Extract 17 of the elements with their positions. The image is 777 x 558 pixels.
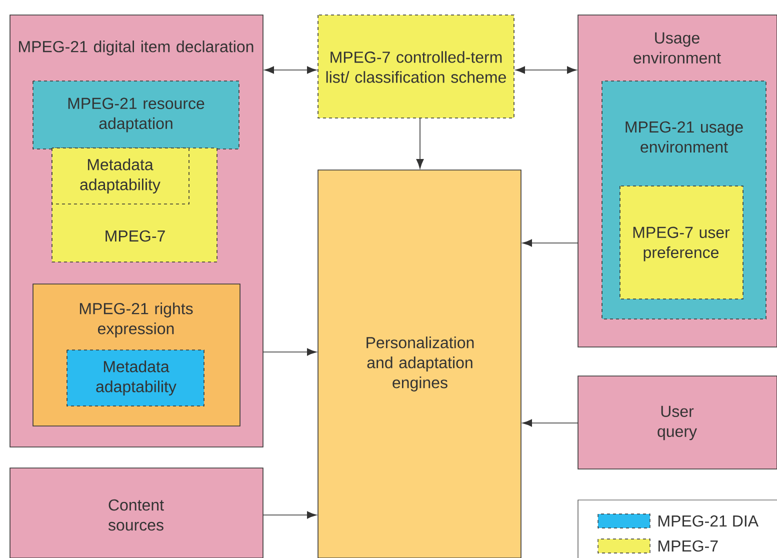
dashed-box: MPEG-7 user preference (620, 186, 744, 300)
arrow (522, 419, 578, 427)
engine-box: Personalization and adaptation engines (318, 170, 522, 558)
arrow (264, 66, 317, 74)
dashed-box: MPEG-21 resource adaptation (32, 80, 240, 150)
legend-label: MPEG-7 (658, 540, 718, 552)
dashed-box: Metadata adaptability (52, 148, 190, 204)
process-box: Content sources (10, 468, 264, 558)
process-box: User query (578, 376, 777, 470)
dashed-box: Metadata adaptability (66, 350, 204, 406)
legend-label: MPEG-21 DIA (658, 515, 758, 527)
arrow (416, 118, 424, 169)
arrow (262, 511, 317, 519)
arrow (262, 348, 317, 356)
arrow (515, 66, 577, 74)
arrow (522, 239, 578, 247)
dashed-box: MPEG-7 controlled-term list/ classification scheme (318, 14, 514, 118)
